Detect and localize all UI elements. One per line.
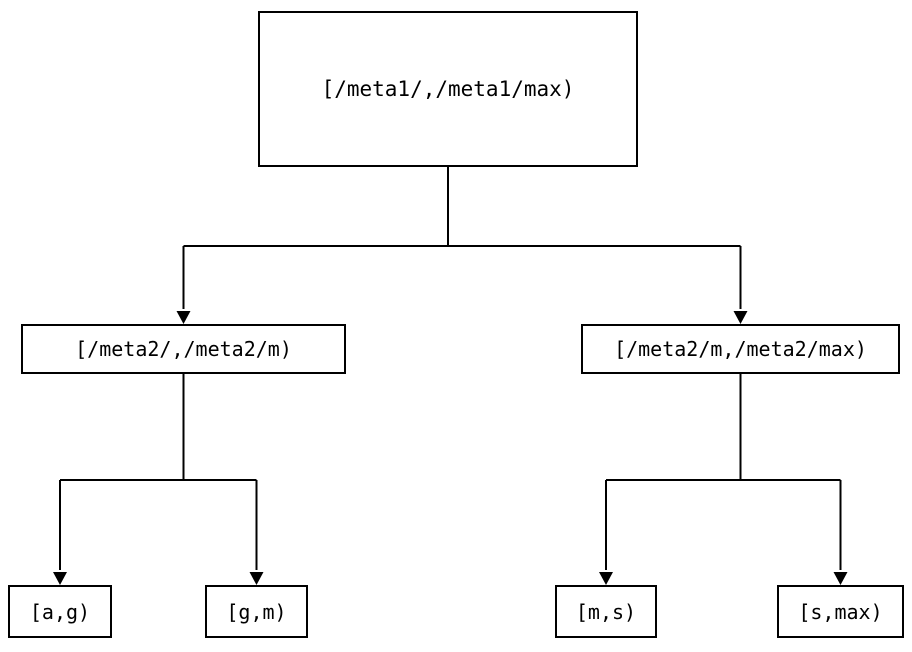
node-leaf-g-m-label: [g,m) [226,599,287,624]
node-leaf-m-s-label: [m,s) [575,599,637,624]
arrowhead-icon-leaf-ms [599,572,613,585]
edge-group-from-mid-right [599,374,848,585]
node-root[interactable]: [/meta1/,/meta1/max) [258,11,638,167]
edge-group-from-mid-left [53,374,264,585]
arrowhead-icon-leaf-ag [53,572,67,585]
arrowhead-icon-mid-left [176,311,191,324]
node-leaf-s-max[interactable]: [s,max) [777,585,904,638]
node-leaf-a-g[interactable]: [a,g) [8,585,112,638]
node-mid-right-label: [/meta2/m,/meta2/max) [614,337,867,361]
arrowhead-icon-mid-right [733,311,748,324]
node-leaf-g-m[interactable]: [g,m) [205,585,308,638]
node-leaf-s-max-label: [s,max) [798,599,883,624]
node-leaf-a-g-label: [a,g) [29,599,91,624]
arrowhead-icon-leaf-smax [833,572,848,585]
node-leaf-m-s[interactable]: [m,s) [555,585,657,638]
arrowhead-icon-leaf-gm [249,572,264,585]
node-mid-left[interactable]: [/meta2/,/meta2/m) [21,324,346,374]
node-mid-left-label: [/meta2/,/meta2/m) [75,337,292,361]
node-root-label: [/meta1/,/meta1/max) [321,76,575,101]
node-mid-right[interactable]: [/meta2/m,/meta2/max) [581,324,900,374]
edge-group-from-root [176,167,748,324]
